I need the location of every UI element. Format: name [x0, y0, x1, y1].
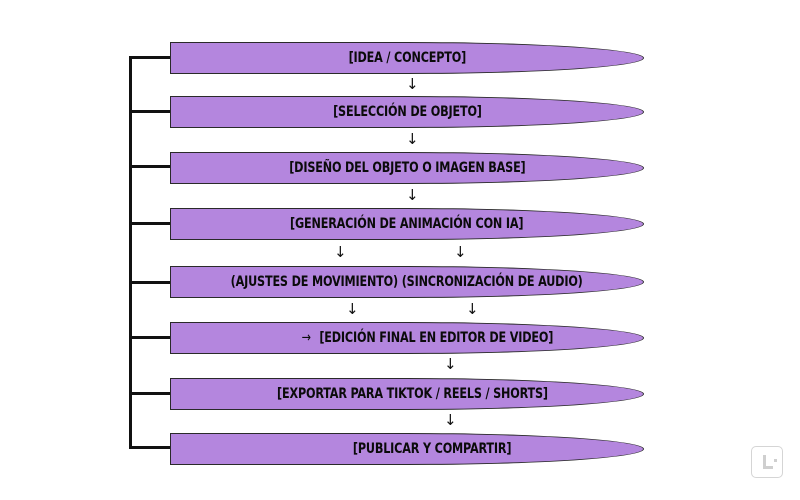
step-diseno-objeto: [DISEÑO DEL OBJETO O IMAGEN BASE]: [170, 152, 644, 184]
step-label: [PUBLICAR Y COMPARTIR]: [352, 441, 512, 457]
bracket-tick: [129, 56, 170, 59]
step-ajustes-sincronizacion: (AJUSTES DE MOVIMIENTO) (SINCRONIZACIÓN …: [170, 266, 644, 298]
bracket-tick: [129, 165, 170, 168]
down-arrow-icon: ↓: [444, 355, 457, 373]
bracket-tick: [129, 110, 170, 113]
bracket-tick: [129, 281, 170, 284]
down-arrow-icon: ↓: [444, 411, 457, 429]
step-label: [EDICIÓN FINAL EN EDITOR DE VIDEO]: [318, 330, 553, 346]
step-seleccion-objeto: [SELECCIÓN DE OBJETO]: [170, 96, 644, 128]
bracket-tick: [129, 392, 170, 395]
down-arrow-icon: ↓: [334, 243, 347, 261]
bracket-tick: [129, 222, 170, 225]
bracket-tick: [129, 336, 170, 339]
step-edicion-final: → [EDICIÓN FINAL EN EDITOR DE VIDEO]: [170, 322, 644, 354]
down-arrow-icon: ↓: [406, 130, 419, 148]
down-arrow-icon: ↓: [454, 243, 467, 261]
step-label: [EXPORTAR PARA TIKTOK / REELS / SHORTS]: [276, 386, 548, 402]
step-label: [IDEA / CONCEPTO]: [348, 50, 466, 66]
bracket-line: [129, 56, 132, 448]
step-label: [DISEÑO DEL OBJETO O IMAGEN BASE]: [288, 160, 526, 176]
down-arrow-icon: ↓: [346, 300, 359, 318]
down-arrow-icon: ↓: [406, 186, 419, 204]
down-arrow-icon: ↓: [466, 300, 479, 318]
step-label: [SELECCIÓN DE OBJETO]: [332, 104, 482, 120]
right-arrow-icon: →: [301, 330, 311, 346]
bracket-tick: [129, 446, 170, 449]
logo-icon: [751, 446, 783, 478]
step-publicar: [PUBLICAR Y COMPARTIR]: [170, 433, 644, 465]
step-exportar: [EXPORTAR PARA TIKTOK / REELS / SHORTS]: [170, 378, 644, 410]
down-arrow-icon: ↓: [406, 75, 419, 93]
step-generacion-animacion: [GENERACIÓN DE ANIMACIÓN CON IA]: [170, 208, 644, 240]
step-label: [GENERACIÓN DE ANIMACIÓN CON IA]: [290, 216, 524, 232]
step-idea-concepto: [IDEA / CONCEPTO]: [170, 42, 644, 74]
step-label: (AJUSTES DE MOVIMIENTO) (SINCRONIZACIÓN …: [230, 274, 583, 290]
